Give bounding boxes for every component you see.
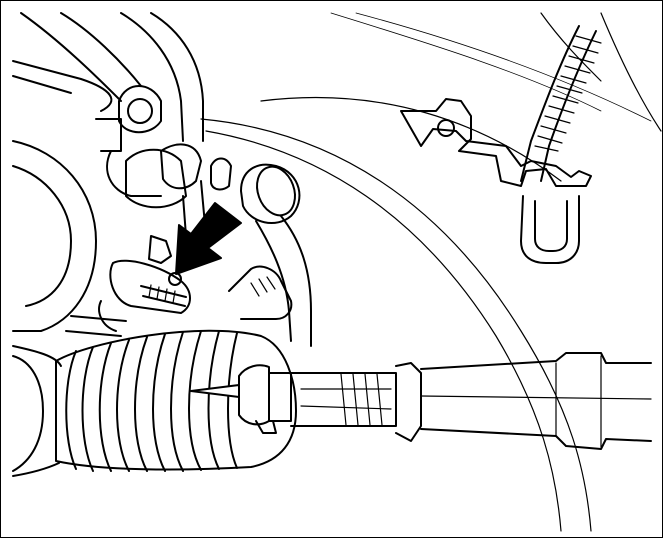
upper-pipes <box>95 12 207 237</box>
down-left-arrow-icon <box>175 202 242 275</box>
boot-clamp <box>65 235 191 337</box>
hose-fitting <box>210 157 312 347</box>
bracket <box>400 98 592 187</box>
left-housing <box>12 12 142 472</box>
brake-line-coil <box>520 25 602 264</box>
tie-rod <box>190 352 652 450</box>
wheel-well-contour <box>200 12 662 532</box>
rack-boot <box>12 329 297 477</box>
